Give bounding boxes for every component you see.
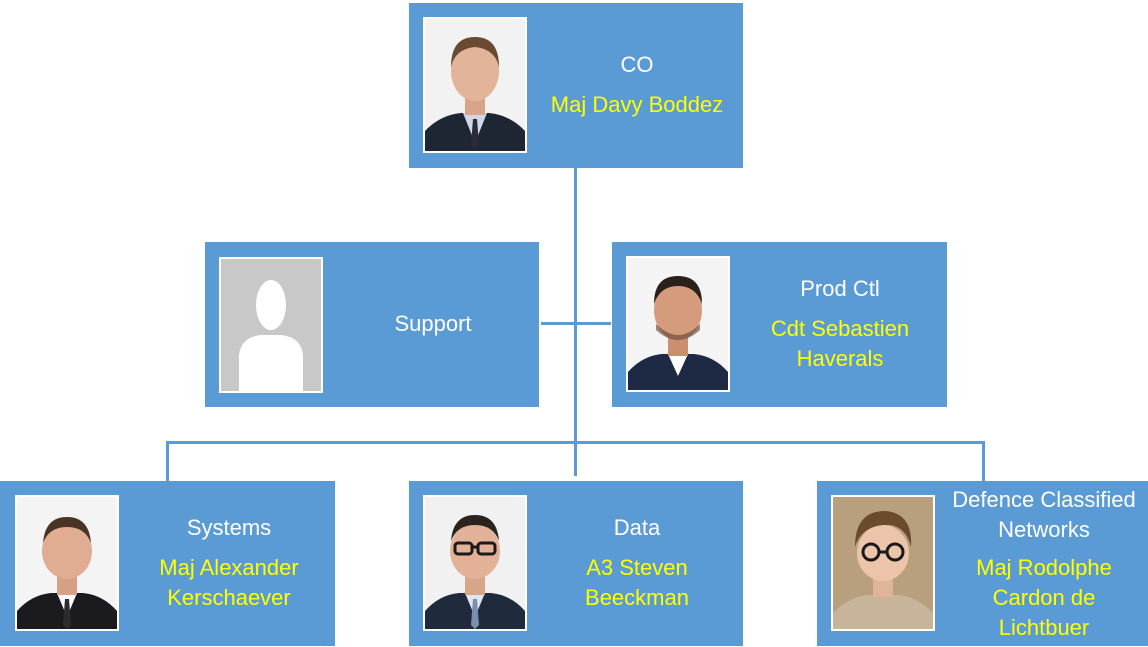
avatar-dcn <box>831 495 935 631</box>
avatar-placeholder-icon <box>219 257 323 393</box>
org-box-data: Data A3 Steven Beeckman <box>409 481 743 646</box>
systems-role: Systems <box>186 515 272 540</box>
dcn-name: Maj Rodolphe Cardon de Lichtbuer <box>976 555 1112 640</box>
connector-bus <box>166 441 985 444</box>
org-box-prodctl: Prod Ctl Cdt Sebastien Haverals <box>612 242 947 407</box>
co-name: Maj Davy Boddez <box>550 92 724 117</box>
data-name: A3 Steven Beeckman <box>585 555 689 610</box>
avatar-data <box>423 495 527 631</box>
org-box-co: CO Maj Davy Boddez <box>409 3 743 168</box>
connector-systems <box>166 441 169 481</box>
connector-staff <box>541 322 611 325</box>
avatar-prodctl <box>626 256 730 392</box>
org-box-support: Support <box>205 242 539 407</box>
org-box-systems: Systems Maj Alexander Kerschaever <box>0 481 335 646</box>
avatar-systems <box>15 495 119 631</box>
systems-name: Maj Alexander Kerschaever <box>159 555 299 610</box>
prodctl-role: Prod Ctl <box>800 276 880 301</box>
data-role: Data <box>613 515 661 540</box>
support-role: Support <box>394 311 472 336</box>
avatar-co <box>423 17 527 153</box>
co-role: CO <box>620 52 654 77</box>
prodctl-name: Cdt Sebastien Haverals <box>770 316 910 371</box>
org-box-dcn: Defence Classified Networks Maj Rodolphe… <box>817 481 1148 646</box>
connector-dcn <box>982 441 985 481</box>
dcn-role: Defence Classified Networks <box>952 487 1136 542</box>
